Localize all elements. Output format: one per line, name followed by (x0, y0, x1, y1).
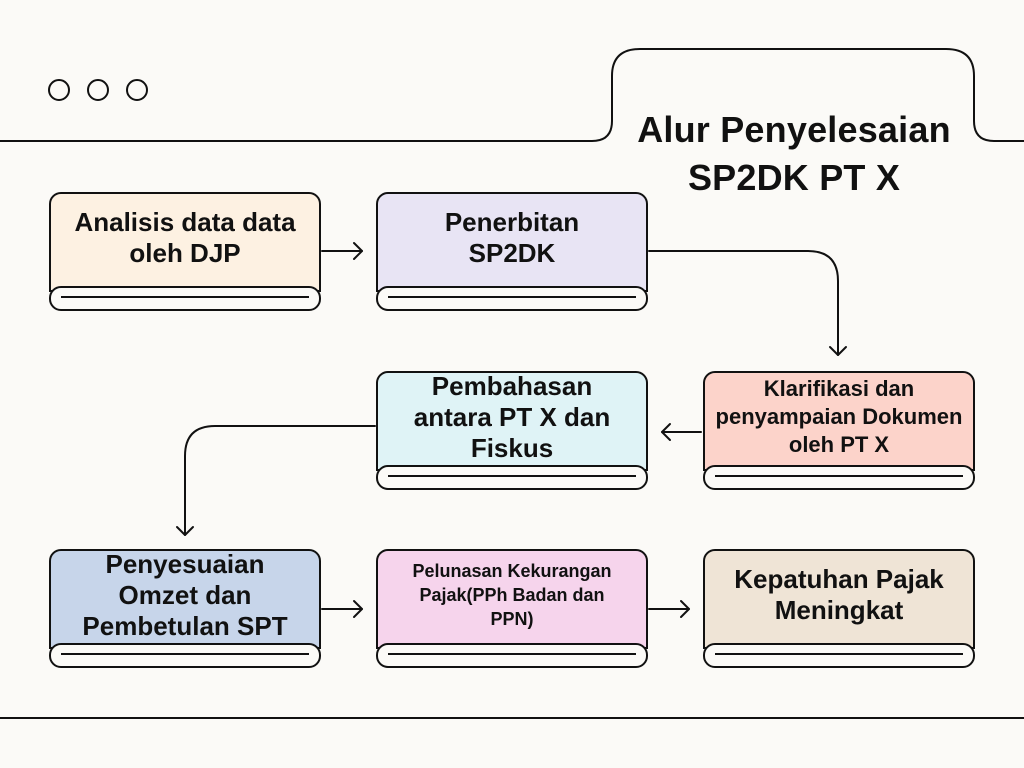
step-box-2-body: Penerbitan SP2DK (376, 192, 648, 292)
step-5-label: Penyesuaian Omzet dan Pembetulan SPT (82, 549, 288, 641)
arrow-step2-to-step3 (648, 250, 847, 356)
step-box-4: Pembahasan antara PT X dan Fiskus (376, 371, 648, 490)
step-box-5-body: Penyesuaian Omzet dan Pembetulan SPT (49, 549, 321, 649)
step-box-6-body: Pelunasan Kekurangan Pajak(PPh Badan dan… (376, 549, 648, 649)
step-box-3-body: Klarifikasi dan penyampaian Dokumen oleh… (703, 371, 975, 471)
step-box-4-body: Pembahasan antara PT X dan Fiskus (376, 371, 648, 471)
step-6-label: Pelunasan Kekurangan Pajak(PPh Badan dan… (412, 561, 612, 629)
step-box-1: Analisis data data oleh DJP (49, 192, 321, 311)
step-box-5-scroll (49, 643, 321, 668)
step-box-3: Klarifikasi dan penyampaian Dokumen oleh… (703, 371, 975, 490)
window-dot-1-icon (48, 79, 70, 101)
step-box-7-body: Kepatuhan Pajak Meningkat (703, 549, 975, 649)
step-box-4-scroll (376, 465, 648, 490)
step-box-5: Penyesuaian Omzet dan Pembetulan SPT (49, 549, 321, 668)
step-7-label: Kepatuhan Pajak Meningkat (734, 564, 944, 625)
diagram-title: Alur Penyelesaian SP2DK PT X (612, 106, 976, 202)
step-box-7: Kepatuhan Pajak Meningkat (703, 549, 975, 668)
step-box-2-scroll (376, 286, 648, 311)
step-2-label: Penerbitan SP2DK (444, 207, 580, 268)
step-1-label: Analisis data data oleh DJP (74, 207, 296, 268)
arrow-step4-to-step5 (176, 425, 376, 536)
step-box-3-scroll (703, 465, 975, 490)
arrow-step5-to-step6 (321, 600, 363, 618)
step-box-1-body: Analisis data data oleh DJP (49, 192, 321, 292)
step-box-2: Penerbitan SP2DK (376, 192, 648, 311)
step-box-1-scroll (49, 286, 321, 311)
step-3-label: Klarifikasi dan penyampaian Dokumen oleh… (715, 376, 963, 457)
title-tab-outline (0, 48, 1024, 142)
step-box-7-scroll (703, 643, 975, 668)
step-4-label: Pembahasan antara PT X dan Fiskus (413, 371, 611, 463)
arrow-step1-to-step2 (321, 242, 363, 260)
step-box-6-scroll (376, 643, 648, 668)
arrow-step6-to-step7 (648, 600, 690, 618)
window-dot-3-icon (126, 79, 148, 101)
title-line-1: Alur Penyelesaian (637, 109, 951, 150)
window-dot-2-icon (87, 79, 109, 101)
step-box-6: Pelunasan Kekurangan Pajak(PPh Badan dan… (376, 549, 648, 668)
arrow-step3-to-step4 (661, 423, 702, 441)
title-line-2: SP2DK PT X (687, 157, 901, 198)
